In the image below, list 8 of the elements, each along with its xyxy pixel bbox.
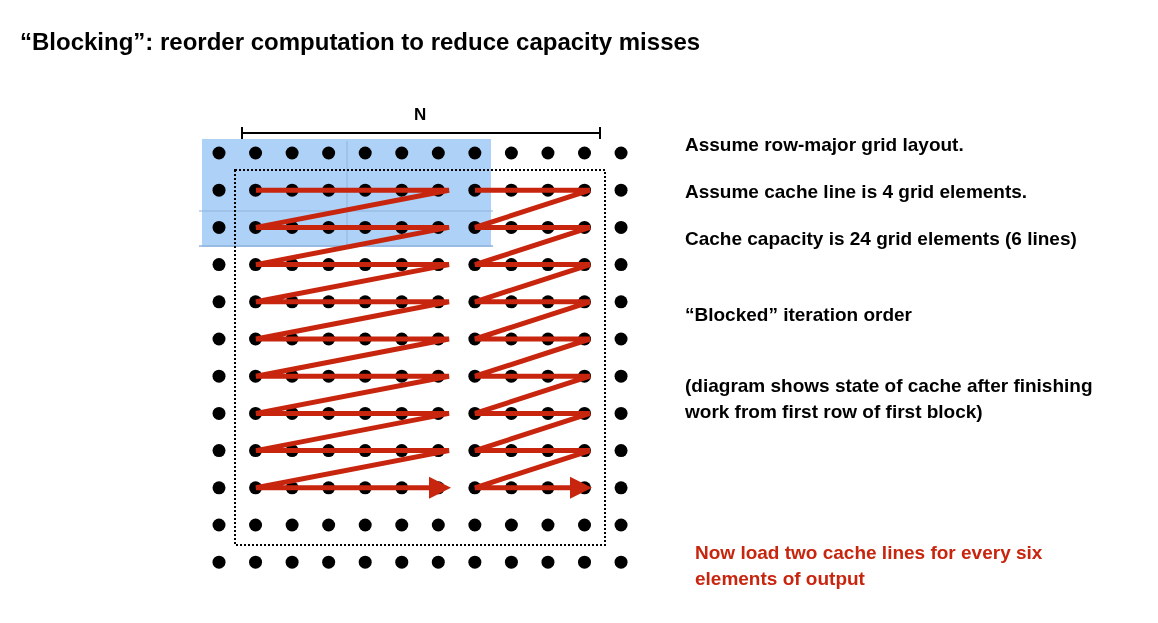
- highlight-note: Now load two cache lines for every six elements of output: [695, 541, 1044, 591]
- note-text: Assume cache line is 4 grid elements.: [685, 180, 1028, 204]
- slide-title: “Blocking”: reorder computation to reduce capacity misses: [20, 27, 701, 57]
- note-text: Assume row-major grid layout.: [685, 133, 964, 157]
- dimension-label: N: [414, 104, 427, 126]
- note-text: “Blocked” iteration order: [685, 303, 912, 327]
- note-text: Cache capacity is 24 grid elements (6 lines): [685, 227, 1077, 251]
- note-text: (diagram shows state of cache after finishing work from first row of first block): [685, 374, 1094, 424]
